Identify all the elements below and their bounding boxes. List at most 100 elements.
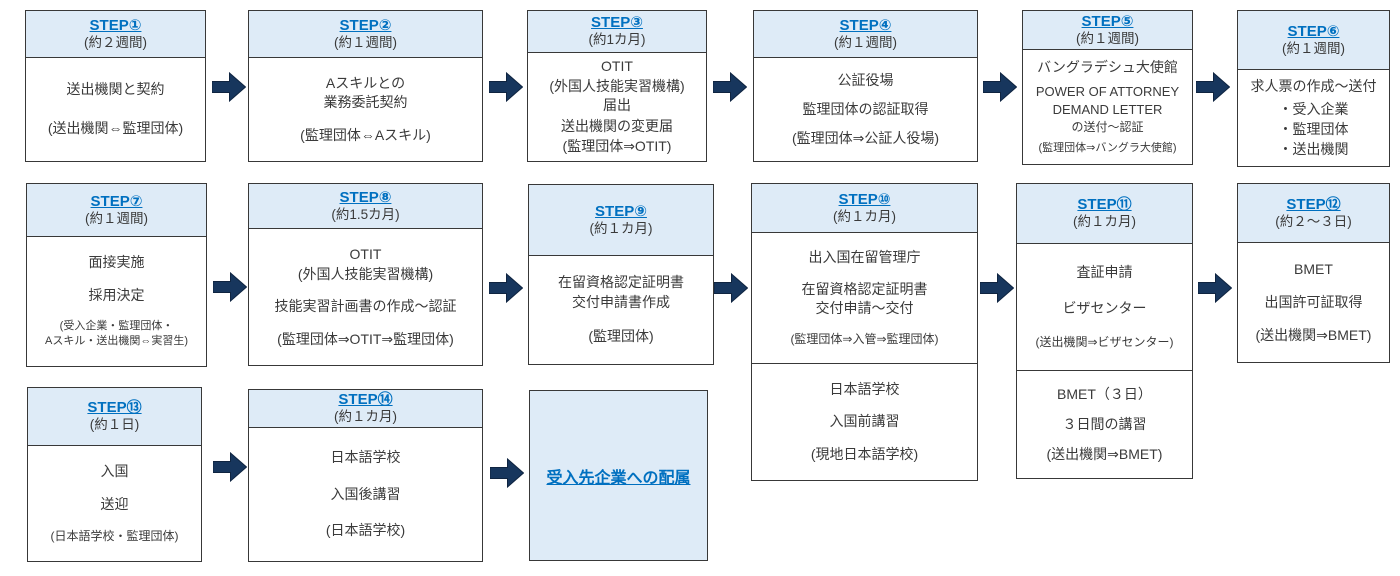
text-group: 送出機関の変更届: [561, 117, 673, 137]
text-group: OTIT(外国人技能実習機構): [298, 245, 433, 284]
step-text-line: 在留資格認定証明書: [558, 274, 684, 291]
step-text-line: 採用決定: [88, 287, 145, 304]
step-header: STEP④(約１週間): [754, 11, 977, 58]
step-body: 求人票の作成～送付・受入企業・監理団体・送出機関: [1238, 70, 1389, 166]
text-group: 入国前講習: [830, 412, 900, 432]
step-text-line: (送出機関⇒ビザセンター): [1035, 335, 1174, 350]
text-group: (監理団体⇒OTIT⇒監理団体): [277, 330, 454, 350]
step-title[interactable]: STEP③: [591, 14, 643, 32]
step-text-line: DEMAND LETTER: [1052, 101, 1163, 117]
arrow-right-icon: [982, 71, 1018, 103]
step-body: Aスキルとの業務委託契約(監理団体⇔Aスキル): [249, 58, 482, 161]
text-group: (現地日本語学校): [811, 445, 918, 465]
step-text-line: (送出機関⇒BMET): [1255, 326, 1372, 343]
step-box-3: STEP③(約1カ月)OTIT(外国人技能実習機構)届出送出機関の変更届(監理団…: [527, 10, 707, 162]
step-text-line: 日本語学校: [829, 380, 900, 397]
step-box-4: STEP④(約１週間)公証役場監理団体の認証取得(監理団体⇒公証人役場): [753, 10, 978, 162]
text-group: (監理団体⇒入管⇒監理団体): [790, 331, 938, 348]
step-header: STEP⑥(約１週間): [1238, 11, 1389, 70]
step-text-line: 入国: [100, 463, 129, 480]
step-title[interactable]: STEP⑬: [87, 399, 142, 417]
step-text-line: バングラデシュ大使館: [1037, 58, 1178, 75]
step-text-line: 送出機関の変更届: [561, 117, 673, 134]
arrow-right-icon: [1197, 272, 1233, 304]
step-title[interactable]: STEP⑤: [1081, 12, 1134, 30]
step-text-line: (監理団体⇒入管⇒監理団体): [790, 332, 939, 347]
text-group: 監理団体の認証取得: [803, 100, 929, 120]
step-title[interactable]: STEP⑧: [339, 188, 392, 206]
step-title[interactable]: STEP⑩: [838, 190, 891, 208]
text-group: 入国後講習: [331, 485, 401, 505]
step-box-14: STEP⑭(約１カ月)日本語学校入国後講習(日本語学校): [248, 389, 483, 562]
arrow-right-icon: [713, 272, 749, 304]
text-group: 出国許可証取得: [1265, 293, 1363, 313]
step-title[interactable]: STEP⑦: [90, 192, 143, 210]
step-title[interactable]: STEP⑪: [1077, 196, 1132, 214]
step-duration: (約１カ月): [589, 220, 653, 236]
step-text-line: 面接実施: [88, 254, 145, 271]
step-section: OTIT(外国人技能実習機構)届出送出機関の変更届(監理団体⇒OTIT): [528, 53, 706, 161]
step-title[interactable]: STEP②: [339, 16, 392, 34]
text-group: OTIT(外国人技能実習機構)届出: [549, 57, 684, 116]
step-box-10: STEP⑩(約１カ月)出入国在留管理庁在留資格認定証明書交付申請～交付(監理団体…: [751, 183, 978, 481]
step-box-11: STEP⑪(約１カ月)査証申請ビザセンター(送出機関⇒ビザセンター)BMET（３…: [1016, 183, 1193, 479]
text-group: (送出機関⇔監理団体): [48, 119, 183, 139]
step-title[interactable]: STEP⑭: [338, 391, 393, 409]
step-title[interactable]: STEP⑫: [1286, 195, 1341, 213]
text-group: 出入国在留管理庁: [809, 248, 921, 268]
step-text-line: 出入国在留管理庁: [808, 249, 921, 266]
step-title[interactable]: STEP⑨: [595, 202, 647, 220]
text-group: バングラデシュ大使館: [1037, 58, 1178, 78]
step-text-line: 日本語学校: [330, 449, 401, 466]
step-duration: (約１日): [89, 417, 140, 433]
step-section: 送出機関と契約(送出機関⇔監理団体): [26, 58, 205, 161]
step-duration: (約１週間): [85, 210, 148, 226]
final-assignment-link[interactable]: 受入先企業への配属: [546, 469, 691, 487]
step-text-line: 在留資格認定証明書: [801, 280, 928, 297]
step-body: BMET 出国許可証取得 (送出機関⇒BMET): [1238, 243, 1389, 362]
step-header: STEP⑬(約１日): [28, 388, 201, 446]
step-text-line: 査証申請: [1076, 264, 1133, 280]
step-duration: (約１週間): [834, 34, 897, 50]
step-text-line: (監理団体⇒バングラ大使館): [1038, 141, 1177, 154]
text-group: (送出機関⇒BMET): [1256, 326, 1372, 346]
text-group: ビザセンター: [1063, 299, 1147, 319]
text-group: 日本語学校: [830, 380, 900, 400]
arrow-right-icon: [488, 71, 524, 103]
step-text-line: (送出機関⇔監理団体): [47, 120, 184, 137]
step-text-line: BMET: [1294, 260, 1333, 277]
text-group: 入国: [101, 462, 129, 482]
step-text-line: 監理団体の認証取得: [802, 100, 929, 117]
step-section: 面接実施採用決定 (受入企業・監理団体・Aスキル・送出機関⇔実習生): [27, 237, 206, 366]
step-duration: (約１週間): [1076, 30, 1139, 46]
step-text-line: (監理団体⇔Aスキル): [300, 126, 431, 143]
arrow-right-icon: [212, 271, 248, 303]
step-duration: (約１週間): [334, 34, 397, 50]
step-title[interactable]: STEP①: [89, 16, 142, 34]
step-text-line: (外国人技能実習機構): [297, 265, 434, 282]
arrow-right-icon: [489, 457, 525, 489]
step-section: 求人票の作成～送付・受入企業・監理団体・送出機関: [1238, 70, 1389, 166]
step-title[interactable]: STEP⑥: [1287, 22, 1340, 40]
arrow-right-icon: [1195, 71, 1231, 103]
arrow-right-icon: [212, 451, 248, 483]
text-group: 技能実習計画書の作成～認証: [275, 297, 457, 317]
text-group: 日本語学校: [331, 448, 401, 468]
step-body: 公証役場監理団体の認証取得(監理団体⇒公証人役場): [754, 58, 977, 161]
step-duration: (約１カ月): [833, 208, 896, 224]
step-box-8: STEP⑧(約1.5カ月)OTIT(外国人技能実習機構)技能実習計画書の作成～認…: [248, 183, 483, 366]
step-section: BMET（３日）３日間の講習(送出機関⇒BMET): [1017, 370, 1192, 478]
step-title[interactable]: STEP④: [839, 16, 892, 34]
step-body: 入国送迎(日本語学校・監理団体): [28, 446, 201, 561]
step-text-line: 公証役場: [837, 71, 894, 88]
text-group: (日本語学校): [326, 521, 405, 541]
step-text-line: Aスキル・送出機関⇔実習生): [45, 335, 188, 348]
text-group: 送迎: [101, 495, 129, 515]
text-group: (受入企業・監理団体・Aスキル・送出機関⇔実習生): [45, 319, 188, 350]
step-section: Aスキルとの業務委託契約(監理団体⇔Aスキル): [249, 58, 482, 161]
step-text-line: ・送出機関: [1278, 140, 1349, 157]
step-text-line: ・監理団体: [1278, 120, 1349, 137]
step-box-1: STEP①(約２週間)送出機関と契約(送出機関⇔監理団体): [25, 10, 206, 162]
text-group: 査証申請: [1077, 263, 1133, 283]
